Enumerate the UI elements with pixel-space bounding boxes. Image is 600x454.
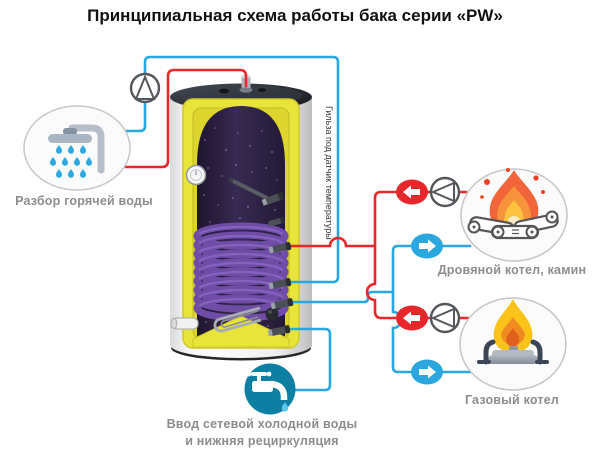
flow-arrow-to-tank-icon	[396, 305, 428, 331]
black-cap-highlight	[268, 310, 272, 314]
logs	[467, 210, 559, 240]
page-title: Принципиальная схема работы бака серии «…	[87, 6, 503, 25]
thermometer-gauge	[185, 164, 207, 186]
flow-arrow-from-tank-icon	[411, 359, 443, 385]
pump-icon	[129, 72, 161, 104]
tank-connectors	[261, 192, 294, 337]
hot-water-drawoff-circle	[23, 105, 131, 191]
flow-arrow-to-tank-icon	[396, 179, 428, 205]
campfire-icon	[467, 168, 559, 240]
pump-icon	[429, 176, 461, 208]
hot-pipe-boiler-supplies	[365, 190, 470, 320]
wood-boiler-label: Дровяной котел, камин	[437, 263, 587, 277]
cold-water-inlet-label-line2: и нижняя рециркуляция	[185, 434, 339, 448]
left-pipe-end	[170, 318, 178, 329]
hot-pipe-tank-to-shower	[124, 68, 248, 169]
insulation-bottom-chevron	[192, 315, 290, 348]
cold-water-inlet-label-line1: Ввод сетевой холодной воды	[166, 417, 358, 431]
water-drops	[50, 145, 92, 178]
tank-illustration	[170, 74, 312, 361]
vessel-speckles	[203, 127, 278, 331]
gas-boiler-label: Газовый котел	[464, 393, 560, 407]
gas-burner-icon	[477, 299, 549, 365]
cold-water-inlet-circle	[244, 363, 296, 415]
flow-arrow-from-tank-icon	[411, 233, 443, 259]
lid-knob	[258, 88, 266, 92]
cold-pipe-shower-to-tank	[118, 55, 340, 284]
gas-boiler-circle	[459, 297, 567, 391]
cold-pipe-to-faucet	[286, 327, 332, 392]
heating-element	[213, 306, 262, 333]
hot-water-drawoff-label: Разбор горячей воды	[15, 194, 153, 208]
hot-pipe-tank-to-junction	[286, 236, 377, 248]
black-cap	[265, 307, 279, 321]
lid-knob	[219, 88, 229, 94]
faucet-icon	[246, 371, 289, 412]
wood-boiler-circle	[460, 168, 568, 262]
sensor-sleeve-label: Гильза под датчик температуры	[324, 106, 334, 240]
temperature-sensor-rod	[228, 177, 269, 200]
pump-icon	[429, 302, 461, 334]
shower-icon	[48, 124, 105, 178]
hot-pipes	[124, 68, 470, 320]
